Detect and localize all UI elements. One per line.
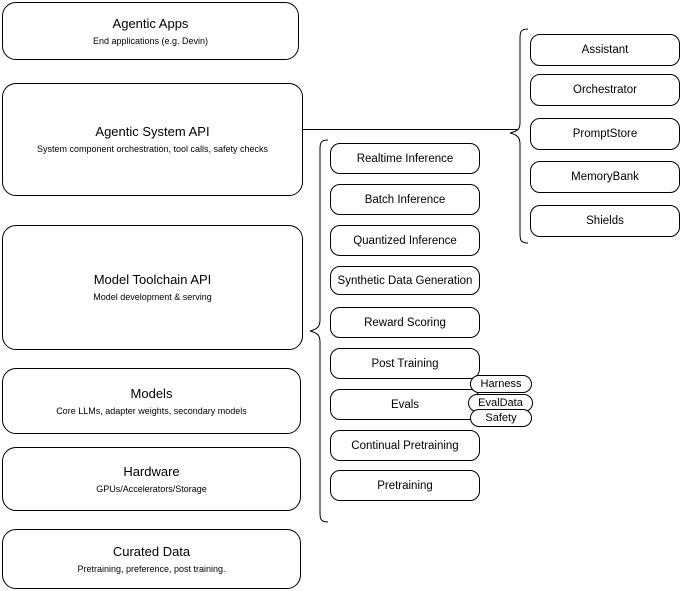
stack-layer-subtitle: System component orchestration, tool cal…: [36, 144, 269, 154]
stack-layer-subtitle: End applications (e.g. Devin): [92, 35, 209, 46]
stack-layer-subtitle: Model development & serving: [93, 292, 212, 302]
toolchain-item-continual-pretraining[interactable]: Continual Pretraining: [330, 430, 480, 461]
stack-layer-title: Agentic System API: [95, 124, 210, 139]
toolchain-item-label: Reward Scoring: [364, 316, 446, 329]
toolchain-item-label: Quantized Inference: [353, 234, 457, 247]
toolchain-item-label: Continual Pretraining: [351, 439, 459, 452]
stack-layer-title: Models: [130, 385, 173, 401]
stack-layer-title: Model Toolchain API: [93, 272, 212, 287]
toolchain-brace: [309, 139, 329, 523]
eval-badge-label: EvalData: [478, 396, 523, 409]
toolchain-item-post-training[interactable]: Post Training: [330, 348, 480, 379]
system-component-label: PromptStore: [572, 128, 638, 140]
system-component-label: Orchestrator: [573, 84, 637, 96]
stack-layer-subtitle: GPUs/Accelerators/Storage: [96, 483, 207, 494]
stack-layer-model-toolchain-api[interactable]: Model Toolchain API Model development & …: [2, 225, 303, 350]
stack-layer-title: Agentic Apps: [112, 15, 189, 31]
eval-badge-safety[interactable]: Safety: [470, 409, 532, 427]
stack-layer-title: Hardware: [123, 463, 180, 479]
toolchain-item-realtime-inference[interactable]: Realtime Inference: [330, 143, 480, 174]
toolchain-item-evals[interactable]: Evals: [330, 389, 480, 420]
stack-layer-hardware[interactable]: Hardware GPUs/Accelerators/Storage: [2, 447, 301, 511]
toolchain-item-label: Realtime Inference: [356, 152, 454, 165]
system-component-label: MemoryBank: [571, 171, 639, 183]
system-component-shields[interactable]: Shields: [530, 205, 680, 237]
system-component-memorybank[interactable]: MemoryBank: [530, 161, 680, 193]
eval-badge-label: Harness: [480, 377, 522, 390]
toolchain-item-label: Evals: [390, 398, 420, 411]
toolchain-item-label: Batch Inference: [364, 193, 446, 206]
eval-badge-label: Safety: [485, 411, 517, 424]
system-component-label: Shields: [586, 215, 624, 227]
toolchain-item-label: Pretraining: [377, 479, 433, 492]
stack-layer-subtitle: Core LLMs, adapter weights, secondary mo…: [56, 405, 247, 416]
stack-layer-title: Curated Data: [112, 543, 191, 559]
eval-badge-harness[interactable]: Harness: [470, 375, 532, 393]
toolchain-item-label: Synthetic Data Generation: [337, 274, 473, 287]
system-component-promptstore[interactable]: PromptStore: [530, 118, 680, 150]
system-component-orchestrator[interactable]: Orchestrator: [530, 74, 680, 106]
agentic-system-api-connector: [302, 129, 518, 130]
toolchain-item-quantized-inference[interactable]: Quantized Inference: [330, 225, 480, 256]
system-components-brace: [509, 28, 529, 244]
toolchain-item-label: Post Training: [371, 357, 439, 370]
toolchain-item-batch-inference[interactable]: Batch Inference: [330, 184, 480, 215]
toolchain-item-reward-scoring[interactable]: Reward Scoring: [330, 307, 480, 338]
toolchain-item-pretraining[interactable]: Pretraining: [330, 470, 480, 501]
system-component-label: Assistant: [581, 44, 629, 56]
stack-layer-subtitle: Pretraining, preference, post training.: [77, 563, 226, 574]
stack-layer-curated-data[interactable]: Curated Data Pretraining, preference, po…: [2, 529, 301, 589]
toolchain-item-synthetic-data-generation[interactable]: Synthetic Data Generation: [330, 266, 480, 295]
stack-layer-agentic-system-api[interactable]: Agentic System API System component orch…: [2, 83, 303, 196]
stack-layer-agentic-apps[interactable]: Agentic Apps End applications (e.g. Devi…: [2, 2, 299, 60]
system-component-assistant[interactable]: Assistant: [530, 34, 680, 66]
stack-layer-models[interactable]: Models Core LLMs, adapter weights, secon…: [2, 368, 301, 434]
